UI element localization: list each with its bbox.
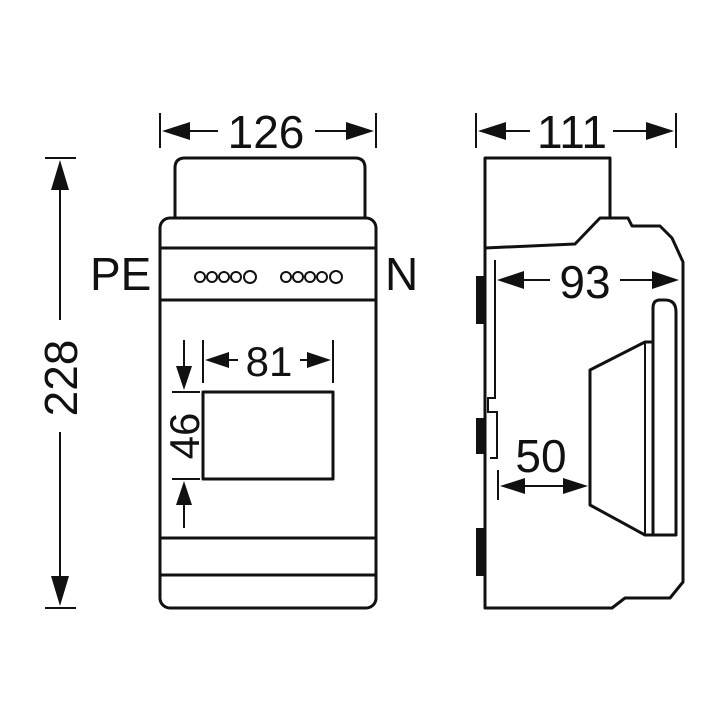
mount-tab <box>476 418 485 454</box>
terminal-circle <box>329 270 343 284</box>
terminal-circle <box>243 270 257 284</box>
front-body <box>158 216 378 610</box>
terminal-circle <box>316 271 328 283</box>
terminal-circle <box>218 271 230 283</box>
front-view: PE N <box>90 156 418 610</box>
mount-tab <box>476 528 485 576</box>
dim-height-value: 228 <box>35 340 87 417</box>
terminal-circle <box>206 271 218 283</box>
dim-height: 228 <box>35 157 87 609</box>
n-terminal-row <box>280 270 343 284</box>
terminal-circle <box>230 271 242 283</box>
dim-inner-depth: 93 <box>497 256 679 308</box>
dim-window-width: 81 <box>202 338 334 385</box>
front-window <box>201 390 335 481</box>
side-door-panel <box>651 298 678 537</box>
front-top-cap <box>173 156 367 220</box>
pe-terminal-row <box>194 270 257 284</box>
side-outline <box>483 156 685 610</box>
n-label: N <box>385 248 418 300</box>
dim-side-depth: 111 <box>475 106 677 158</box>
mount-tab <box>476 276 485 324</box>
dim-cutout-depth-value: 50 <box>515 430 566 482</box>
terminal-circle <box>304 271 316 283</box>
dim-cutout-depth: 50 <box>497 430 588 500</box>
side-cover <box>588 340 655 537</box>
dim-front-width-value: 126 <box>228 106 305 158</box>
dim-window-height: 46 <box>161 340 208 528</box>
side-view <box>476 156 685 610</box>
dim-front-width: 126 <box>159 106 377 158</box>
pe-label: PE <box>90 248 151 300</box>
terminal-circle <box>292 271 304 283</box>
dim-window-height-value: 46 <box>161 413 208 460</box>
side-step-line <box>483 216 612 250</box>
dim-window-width-value: 81 <box>246 338 293 385</box>
dim-side-depth-value: 111 <box>537 106 607 158</box>
terminal-circle <box>194 271 206 283</box>
dim-inner-depth-value: 93 <box>559 256 610 308</box>
side-back-rail <box>487 260 498 459</box>
terminal-circle <box>280 271 292 283</box>
